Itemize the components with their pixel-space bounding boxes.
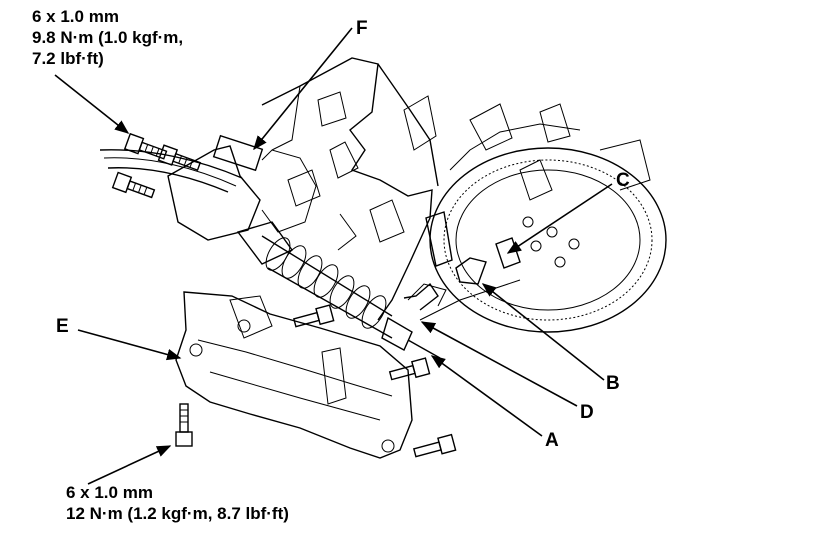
spec-top-torque: 9.8 N·m (1.0 kgf·m, <box>32 28 183 47</box>
bolts-upper <box>111 132 202 199</box>
bolt <box>388 357 431 381</box>
flywheel <box>429 103 667 333</box>
bolt <box>111 171 156 199</box>
arrow-e <box>77 329 182 361</box>
slave-cylinder-assembly <box>167 134 441 359</box>
arrow-f <box>253 27 353 151</box>
spec-top-torque-lbf: 7.2 lbf·ft) <box>32 49 104 68</box>
bolt <box>157 144 202 172</box>
spec-top-size: 6 x 1.0 mm <box>32 7 119 26</box>
spec-bottom: 6 x 1.0 mm 12 N·m (1.2 kgf·m, 8.7 lbf·ft… <box>66 483 289 523</box>
spec-bottom-size: 6 x 1.0 mm <box>66 483 153 502</box>
arrow-c <box>506 183 613 254</box>
arrow-a <box>430 355 543 437</box>
spec-top: 6 x 1.0 mm 9.8 N·m (1.0 kgf·m, 7.2 lbf·f… <box>32 7 183 68</box>
leader-arrows <box>54 27 613 485</box>
arrow-d <box>420 321 578 407</box>
arrow-spec-bottom <box>87 445 172 485</box>
release-fork <box>403 211 521 321</box>
spec-bottom-torque: 12 N·m (1.2 kgf·m, 8.7 lbf·ft) <box>66 504 289 523</box>
engine-block <box>261 57 439 321</box>
callout-f: F <box>356 18 368 39</box>
callout-d: D <box>580 402 594 423</box>
bolt-lower <box>175 403 193 447</box>
bellows-boot <box>261 235 393 339</box>
pipe-bundle <box>99 149 243 193</box>
pushrod <box>407 339 441 359</box>
arrow-spec-top <box>54 74 130 134</box>
callout-a: A <box>545 430 559 451</box>
bolt <box>412 433 457 458</box>
cover-e <box>175 291 457 459</box>
callout-e: E <box>56 316 69 337</box>
bolt <box>123 132 168 160</box>
bolt <box>292 304 335 328</box>
callout-b: B <box>606 373 620 394</box>
callout-c: C <box>616 170 630 191</box>
